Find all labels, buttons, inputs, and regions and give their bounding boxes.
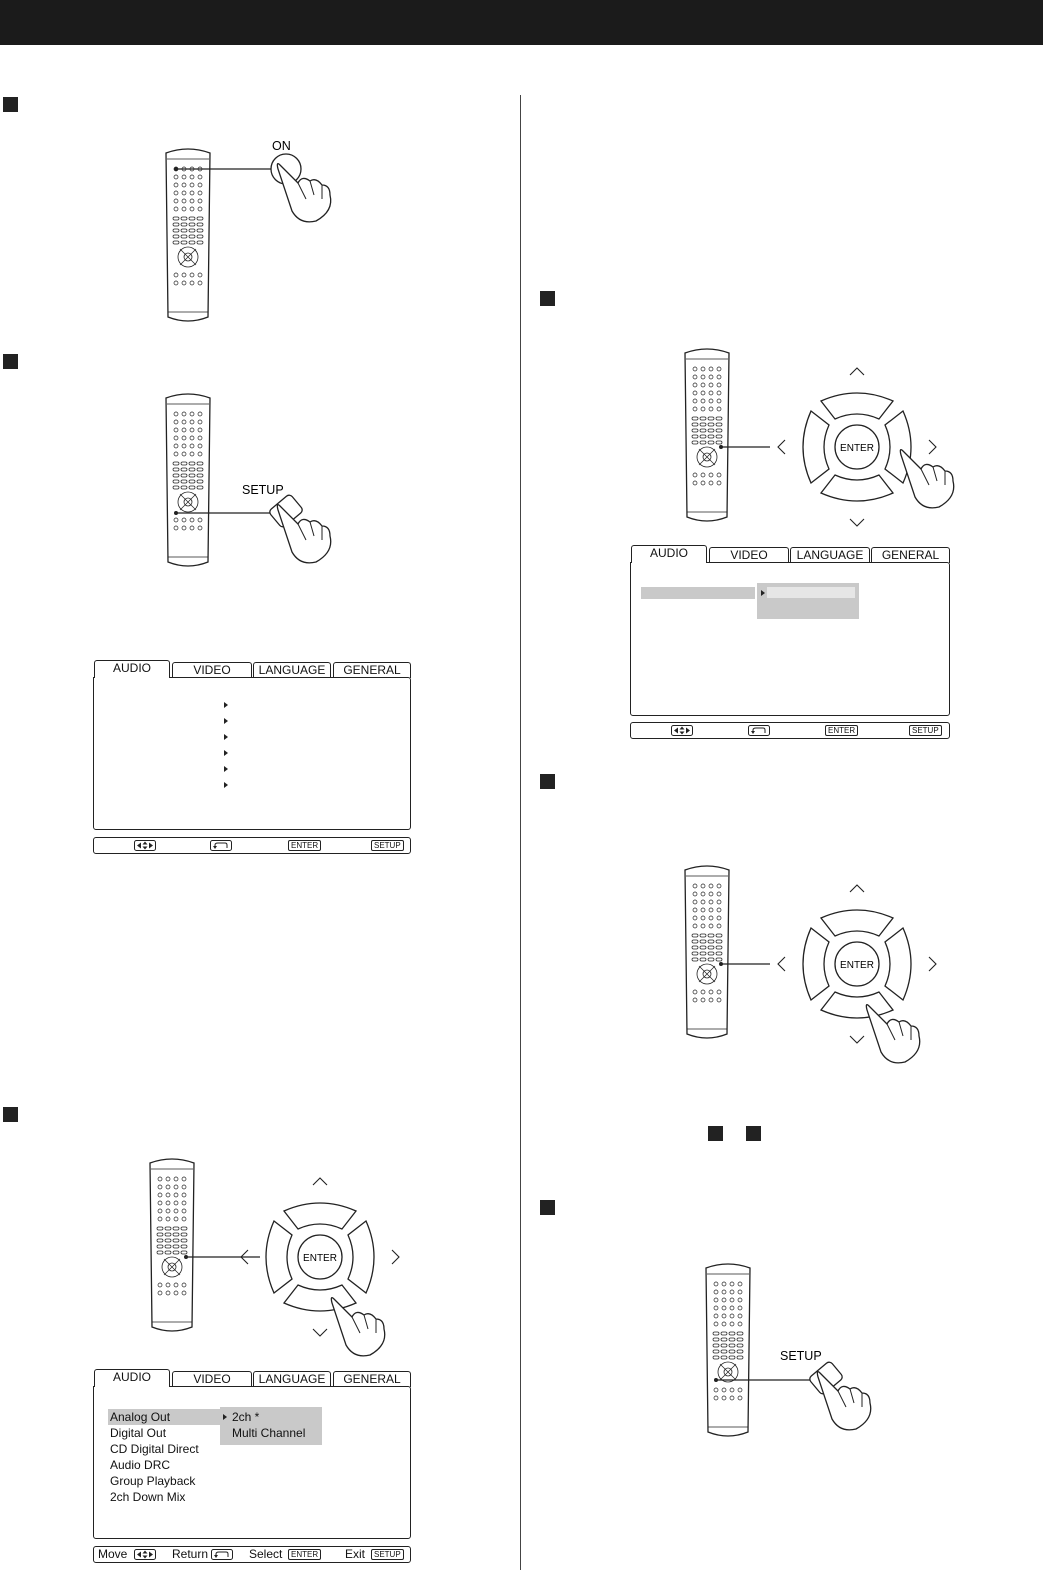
tab-audio[interactable]: AUDIO — [94, 660, 170, 678]
tab-audio[interactable]: AUDIO — [631, 545, 707, 563]
svg-text:ENTER: ENTER — [303, 1253, 337, 1264]
pointing-hand-icon — [276, 504, 332, 564]
remote-control-icon — [149, 1158, 195, 1332]
submenu-highlight — [767, 587, 855, 598]
remote-control-icon — [705, 1263, 751, 1437]
tab-general[interactable]: GENERAL — [333, 662, 411, 678]
step-marker — [3, 354, 18, 369]
remote-down-illustration-2: ENTER — [684, 865, 937, 1064]
move-arrows-icon — [134, 1549, 156, 1560]
svg-text:ENTER: ENTER — [840, 443, 874, 454]
tab-general[interactable]: GENERAL — [333, 1371, 411, 1387]
arrow-icon — [224, 782, 228, 788]
submenu-option-2ch[interactable]: 2ch * — [220, 1409, 322, 1425]
arrow-icon — [223, 1414, 227, 1420]
column-divider — [520, 95, 521, 1570]
menu-item-2ch-down-mix[interactable]: 2ch Down Mix — [110, 1490, 186, 1504]
menu-item-audio-drc[interactable]: Audio DRC — [110, 1458, 171, 1472]
setup-key-icon: SETUP — [909, 725, 942, 736]
submenu-option-multi-channel[interactable]: Multi Channel — [232, 1426, 306, 1440]
tab-language[interactable]: LANGUAGE — [253, 1371, 331, 1387]
tab-audio[interactable]: AUDIO — [94, 1369, 170, 1387]
on-label: ON — [272, 139, 291, 153]
header-bar — [0, 0, 1043, 45]
arrow-icon — [224, 734, 228, 740]
remote-setup-illustration: SETUP — [165, 393, 332, 567]
pointing-hand-icon — [899, 449, 955, 509]
menu-item-digital-out[interactable]: Digital Out — [110, 1426, 167, 1440]
remote-control-icon — [684, 865, 730, 1039]
move-arrows-icon — [134, 840, 156, 851]
tab-video[interactable]: VIDEO — [172, 662, 252, 678]
pointing-hand-icon — [276, 163, 332, 223]
remote-setup-illustration-2: SETUP — [705, 1263, 872, 1437]
menu-item-cd-digital-direct[interactable]: CD Digital Direct — [110, 1442, 199, 1456]
highlight-bar — [641, 587, 755, 599]
osd-screen-3: AUDIO VIDEO LANGUAGE GENERAL ENTER SETUP — [630, 545, 950, 741]
osd-panel — [93, 677, 411, 830]
tab-general[interactable]: GENERAL — [871, 547, 950, 563]
step-marker — [708, 1126, 723, 1141]
footer-select-label: Select — [249, 1547, 283, 1561]
setup-label: SETUP — [780, 1349, 822, 1363]
enter-key-icon: ENTER — [288, 1549, 322, 1560]
setup-key-icon: SETUP — [371, 840, 404, 851]
osd-tabs: AUDIO VIDEO LANGUAGE GENERAL — [93, 1369, 411, 1387]
submenu — [757, 583, 859, 619]
tab-language[interactable]: LANGUAGE — [253, 662, 331, 678]
step-marker — [540, 1200, 555, 1215]
osd-screen-2: AUDIO VIDEO LANGUAGE GENERAL Analog Out … — [93, 1369, 411, 1564]
arrow-icon — [761, 590, 765, 596]
footer-return-label: Return — [172, 1547, 209, 1561]
tab-video[interactable]: VIDEO — [709, 547, 789, 563]
return-icon — [211, 1549, 233, 1560]
step-marker — [3, 97, 18, 112]
osd-footer: Move Return Select ENTER Exit SETUP — [93, 1546, 411, 1563]
arrow-icon — [224, 718, 228, 724]
step-marker — [746, 1126, 761, 1141]
arrow-icon — [224, 766, 228, 772]
footer-move-label: Move — [98, 1547, 128, 1561]
return-icon — [210, 840, 232, 851]
tab-language[interactable]: LANGUAGE — [790, 547, 870, 563]
setup-label: SETUP — [242, 483, 284, 497]
arrow-icon — [224, 702, 228, 708]
move-arrows-icon — [671, 725, 693, 736]
osd-panel — [630, 562, 950, 716]
pointing-hand-icon — [816, 1371, 872, 1431]
submenu: 2ch * Multi Channel — [220, 1407, 322, 1445]
direction-pad-icon: ENTER — [777, 884, 937, 1044]
direction-pad-icon: ENTER — [777, 367, 937, 527]
arrow-icon — [224, 750, 228, 756]
tab-video[interactable]: VIDEO — [172, 1371, 252, 1387]
step-marker — [3, 1107, 18, 1122]
step-marker — [540, 291, 555, 306]
remote-control-icon — [165, 148, 211, 322]
pointing-hand-icon — [330, 1297, 386, 1357]
direction-pad-icon: ENTER — [240, 1177, 400, 1337]
osd-footer: ENTER SETUP — [630, 722, 950, 739]
remote-down-illustration: ENTER — [149, 1158, 400, 1357]
remote-control-icon — [165, 393, 211, 567]
remote-on-illustration: ON — [165, 139, 332, 322]
enter-key-icon: ENTER — [288, 840, 322, 851]
svg-text:ENTER: ENTER — [840, 960, 874, 971]
remote-control-icon — [684, 348, 730, 522]
pointing-hand-icon — [865, 1004, 921, 1064]
menu-item-analog-out[interactable]: Analog Out — [108, 1409, 222, 1425]
osd-tabs: AUDIO VIDEO LANGUAGE GENERAL — [630, 545, 950, 563]
return-icon — [748, 725, 770, 736]
osd-tabs: AUDIO VIDEO LANGUAGE GENERAL — [93, 660, 411, 678]
footer-exit-label: Exit — [345, 1547, 366, 1561]
remote-right-illustration: ENTER — [684, 348, 955, 527]
osd-footer: ENTER SETUP — [93, 837, 411, 854]
setup-key-icon: SETUP — [371, 1549, 404, 1560]
menu-item-group-playback[interactable]: Group Playback — [110, 1474, 196, 1488]
step-marker — [540, 774, 555, 789]
osd-screen-1: AUDIO VIDEO LANGUAGE GENERAL ENTER SETUP — [93, 660, 411, 855]
enter-key-icon: ENTER — [825, 725, 859, 736]
osd-panel: Analog Out Digital Out CD Digital Direct… — [93, 1386, 411, 1539]
